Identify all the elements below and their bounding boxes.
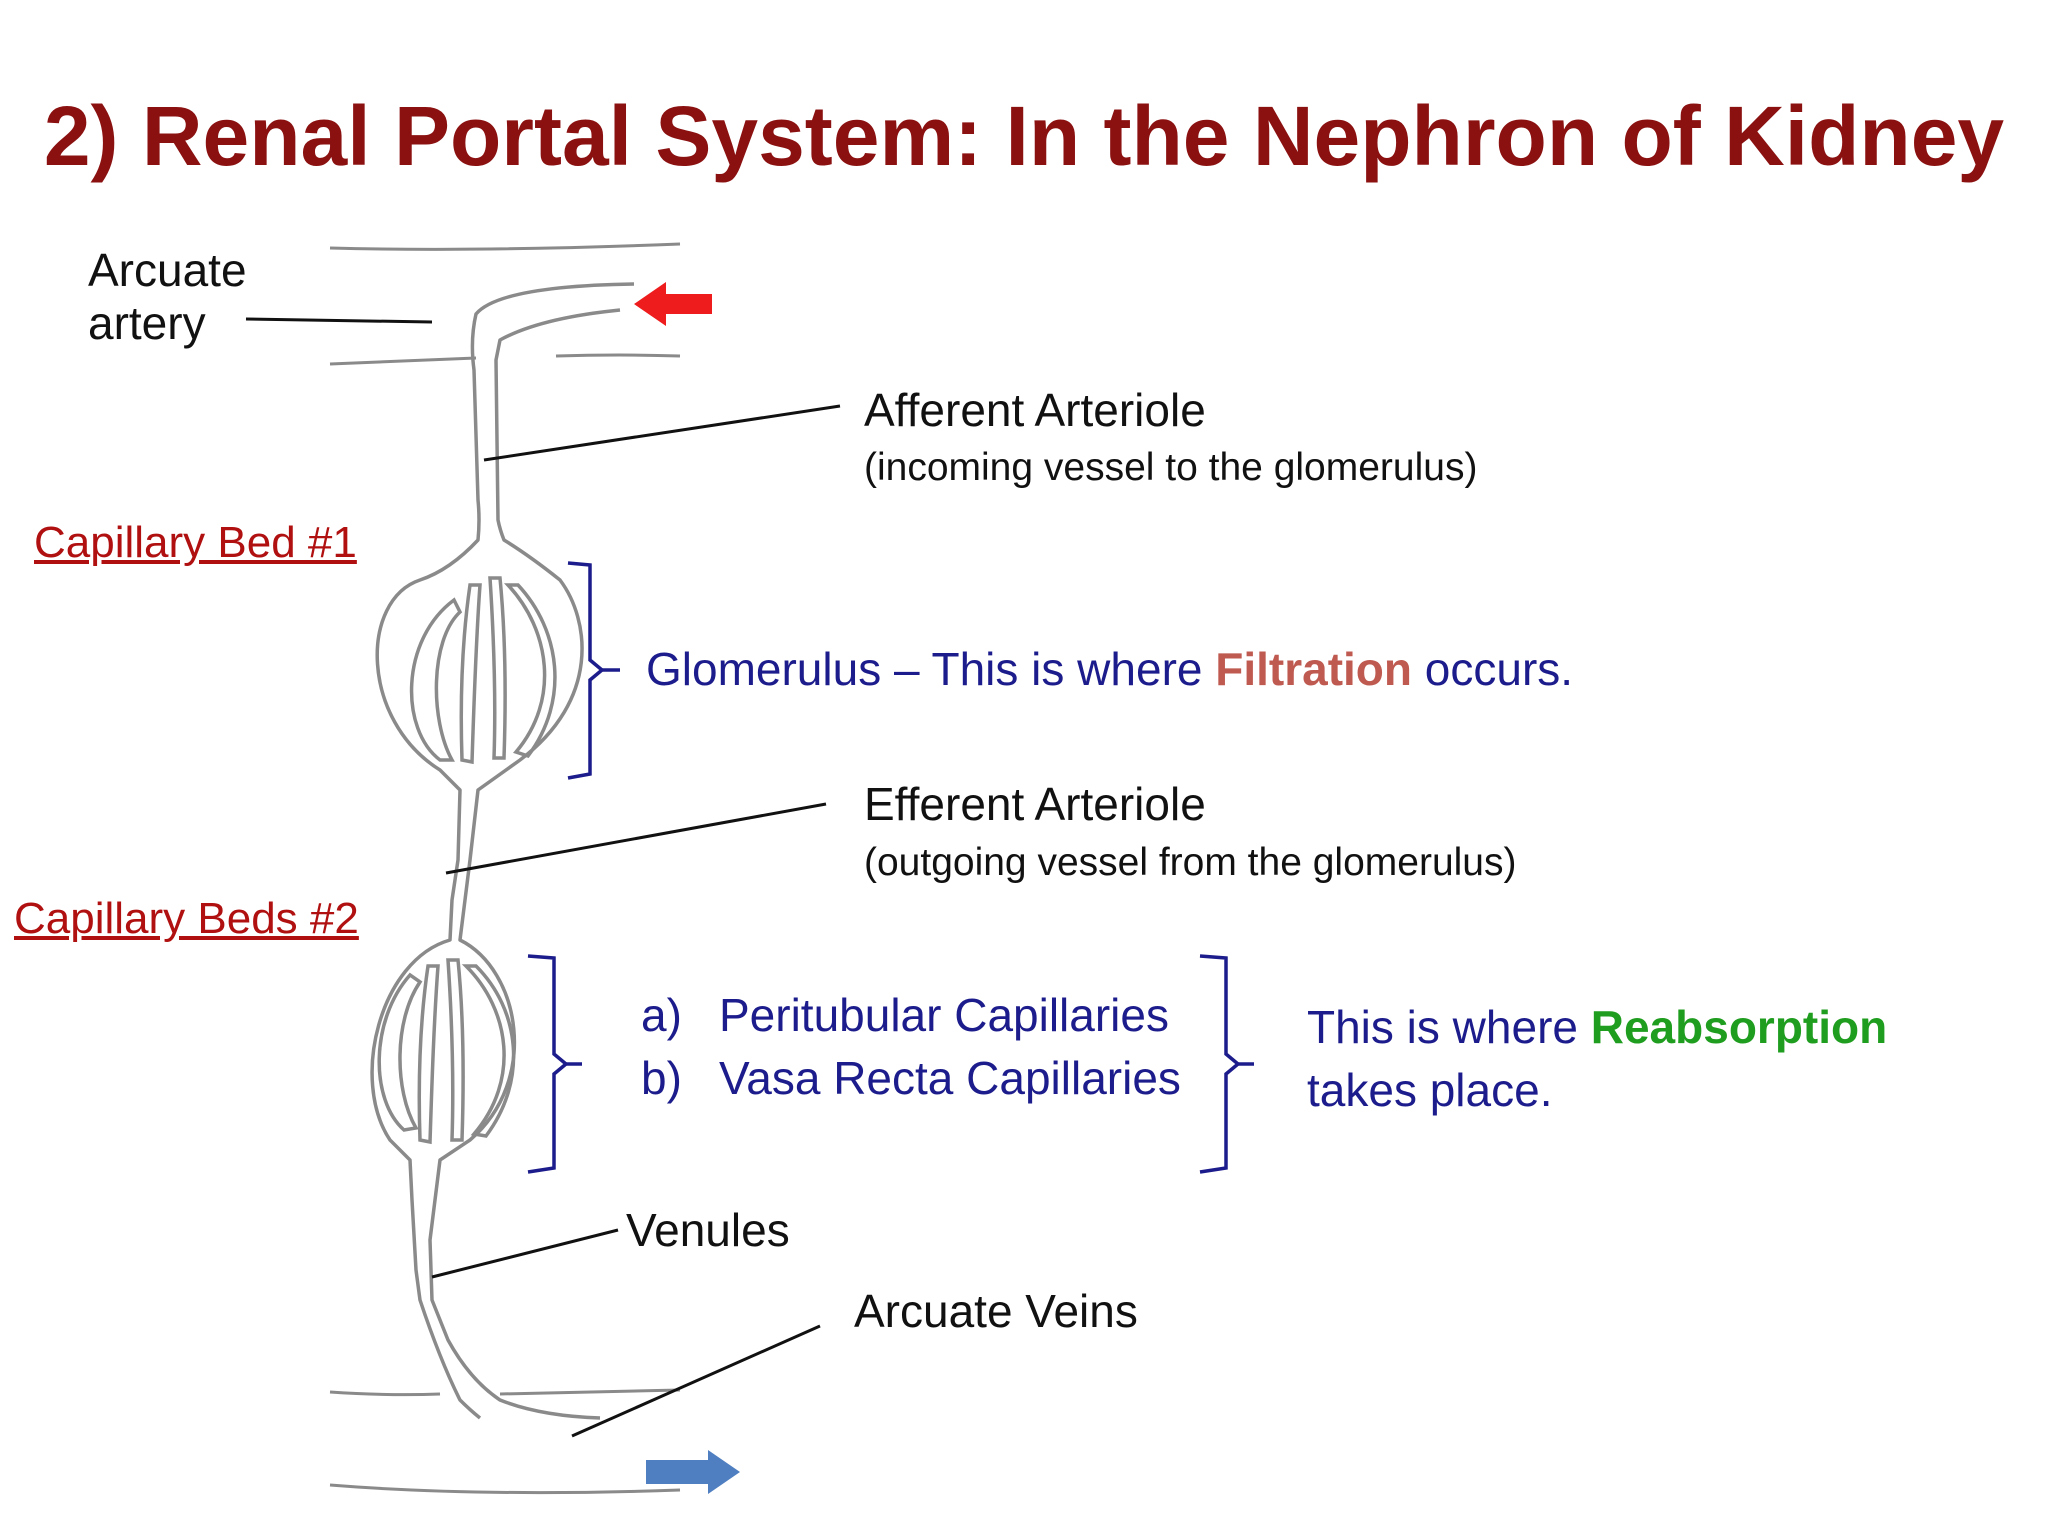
reabsorption-description: This is where Reabsorption takes place. xyxy=(1307,996,1887,1121)
glomerulus-bracket xyxy=(567,561,620,780)
efferent-arteriole-label: Efferent Arteriole xyxy=(864,778,1206,830)
capillary-beds-2-right-bracket xyxy=(1199,954,1254,1174)
reabsorption-line2: takes place. xyxy=(1307,1063,1553,1116)
reabsorption-keyword: Reabsorption xyxy=(1590,1001,1888,1053)
vessel-outline xyxy=(370,282,635,1420)
list-item: b) Vasa Recta Capillaries xyxy=(641,1047,1181,1110)
list-text: Vasa Recta Capillaries xyxy=(719,1051,1181,1104)
afferent-arteriole-label: Afferent Arteriole xyxy=(864,384,1206,436)
reabsorption-text-pre: This is where xyxy=(1307,1001,1591,1053)
capillary-beds-2-left-bracket xyxy=(527,954,582,1174)
arcuate-veins-label: Arcuate Veins xyxy=(854,1285,1138,1337)
glomerulus-loops xyxy=(409,576,557,765)
venules-label: Venules xyxy=(626,1204,790,1256)
arcuate-artery-line2: artery xyxy=(88,296,206,349)
reabsorption-line1: This is where Reabsorption xyxy=(1307,996,1887,1059)
leader-lines xyxy=(245,317,841,1438)
capillary-beds-2-label: Capillary Beds #2 xyxy=(14,894,359,943)
glomerulus-text-post: occurs. xyxy=(1412,643,1574,695)
arcuate-vein-walls xyxy=(329,1388,681,1495)
filtration-keyword: Filtration xyxy=(1215,643,1413,695)
list-marker: a) xyxy=(641,989,682,1041)
inflow-arrow xyxy=(634,282,712,326)
peritubular-loops xyxy=(377,958,516,1145)
list-marker: b) xyxy=(641,1051,682,1104)
capillary-list: a) Peritubular Capillaries b) Vasa Recta C… xyxy=(641,984,1181,1109)
outflow-arrow xyxy=(646,1450,740,1494)
list-item: a) Peritubular Capillaries xyxy=(641,984,1181,1047)
arcuate-artery-line1: Arcuate xyxy=(88,244,247,296)
glomerulus-text-pre: Glomerulus – This is where xyxy=(646,643,1216,695)
arcuate-artery-label: Arcuate artery xyxy=(88,244,247,350)
efferent-arteriole-sublabel: (outgoing vessel from the glomerulus) xyxy=(864,841,1517,884)
afferent-arteriole-sublabel: (incoming vessel to the glomerulus) xyxy=(864,446,1478,489)
page-title: 2) Renal Portal System: In the Nephron o… xyxy=(43,89,2005,183)
arcuate-artery-walls xyxy=(329,242,681,366)
capillary-bed-1-label: Capillary Bed #1 xyxy=(34,518,357,567)
glomerulus-description: Glomerulus – This is where Filtration oc… xyxy=(646,638,1573,701)
list-text: Peritubular Capillaries xyxy=(719,989,1169,1041)
